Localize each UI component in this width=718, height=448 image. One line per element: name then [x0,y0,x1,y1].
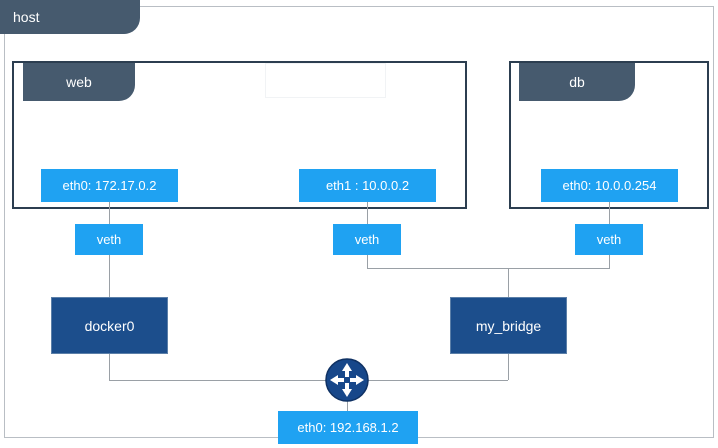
line-db-eth0-to-veth-right [609,202,610,224]
line-docker0-to-router [109,380,347,381]
veth-left[interactable]: veth [75,224,143,255]
line-web-eth0-to-veth-left [109,202,110,224]
router-four-arrows-icon[interactable] [325,358,369,402]
line-my-bridge-to-router [347,380,508,381]
line-bus-to-my-bridge [508,268,509,297]
container-web-label: web [23,63,135,101]
line-veth-right-drop [609,255,610,268]
veth-middle[interactable]: veth [333,224,401,255]
ghost-rectangle [265,63,386,98]
interface-web-eth1[interactable]: eth1 : 10.0.0.2 [299,169,436,202]
line-veth-left-to-docker0 [109,255,110,297]
line-veth-middle-drop [367,255,368,268]
interface-db-eth0[interactable]: eth0: 10.0.0.254 [541,169,678,202]
interface-host-eth0[interactable]: eth0: 192.168.1.2 [278,411,418,444]
bridge-docker0[interactable]: docker0 [51,297,168,354]
host-label-tab: host [0,0,140,34]
line-web-eth1-to-veth-middle [367,202,368,224]
line-veth-bus [367,268,610,269]
bridge-my-bridge[interactable]: my_bridge [450,297,567,354]
veth-right[interactable]: veth [575,224,643,255]
line-my-bridge-drop [508,354,509,380]
container-db-label: db [519,63,635,101]
line-router-to-host-eth0 [347,396,348,412]
line-docker0-drop [109,354,110,380]
interface-web-eth0[interactable]: eth0: 172.17.0.2 [41,169,178,202]
